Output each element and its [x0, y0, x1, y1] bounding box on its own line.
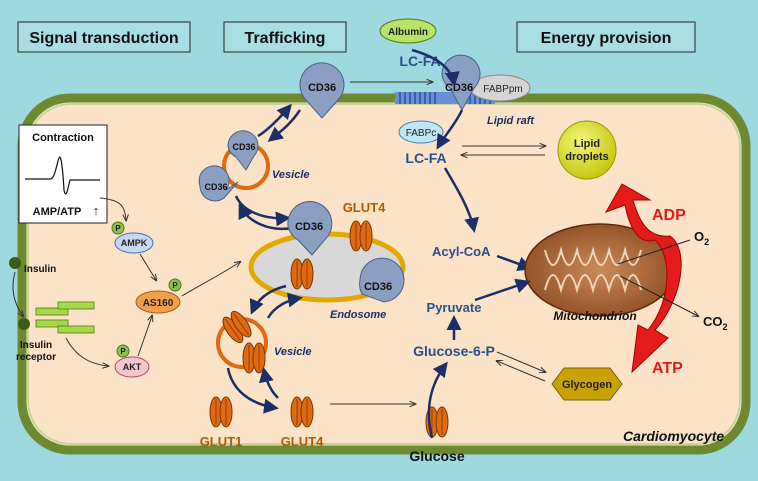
- arrow-glycogen-to-g6p: [497, 361, 546, 382]
- fabpc: [398, 120, 444, 144]
- arrow-contraction-to-ampk: [99, 197, 126, 220]
- arrow-insulin-binding: [12, 271, 23, 316]
- insulin-bound: [18, 318, 30, 330]
- arrow-membrane-to-vesicle: [259, 367, 279, 399]
- arrow-vesicle-to-cd36: [257, 103, 292, 138]
- amp-atp-label: AMP/ATP: [33, 206, 82, 218]
- cardiomyocyte-label: Cardiomyocyte: [623, 428, 724, 444]
- endosome-label: Endosome: [330, 309, 386, 321]
- glut4-endosome-label: GLUT4: [343, 200, 386, 215]
- akt-phospho: [116, 344, 130, 358]
- lipid-raft-label: Lipid raft: [487, 115, 535, 127]
- ampk-phospho: [111, 221, 125, 235]
- header-trafficking: Trafficking: [223, 21, 347, 53]
- glucose-label: Glucose: [409, 448, 464, 464]
- arrow-as160-to-glut4: [181, 262, 240, 297]
- ampk-phospho-label: P: [115, 224, 121, 233]
- glut1-label: GLUT1: [200, 434, 243, 449]
- header-energy-provision: Energy provision: [516, 21, 696, 53]
- insulin-label: Insulin: [24, 264, 56, 275]
- arrow-pyruvate-to-mito: [474, 278, 531, 302]
- pyruvate-label: Pyruvate: [427, 300, 482, 315]
- up-arrow-icon: ↑: [93, 203, 100, 218]
- cd36-top-label: CD36: [308, 82, 336, 94]
- arrow-vesicle-to-membrane: [226, 367, 279, 414]
- cd36-vesicle-top-2: CD36: [198, 165, 239, 202]
- glycogen-label: Glycogen: [562, 379, 612, 391]
- header-energy-label: Energy provision: [541, 30, 672, 47]
- insulin-receptor: [35, 301, 95, 334]
- acylcoa-label: Acyl-CoA: [432, 244, 491, 259]
- arrow-glucose-to-g6p: [427, 361, 448, 439]
- svg-text:CD36: CD36: [364, 281, 392, 293]
- arrow-akt-to-as160: [137, 316, 152, 357]
- fabppm-label: FABPpm: [483, 84, 522, 95]
- vesicle-bottom-label: Vesicle: [274, 346, 312, 358]
- co2-label: CO2: [703, 314, 728, 332]
- svg-text:CD36: CD36: [204, 182, 227, 192]
- arrow-vesicle-to-endosome: [234, 195, 291, 227]
- cd36-membrane-label: CD36: [445, 82, 473, 94]
- arrow-receptor-to-akt: [65, 337, 108, 366]
- arrow-lcfa-entry: [411, 48, 460, 87]
- lipid-droplets-label-2: droplets: [565, 151, 608, 163]
- o2-line: [617, 239, 691, 265]
- arrow-cd36-to-vesicle: [267, 109, 302, 142]
- co2-line: [619, 275, 698, 316]
- as160-phospho-label: P: [172, 281, 178, 290]
- cell-membrane-inner: [27, 103, 741, 445]
- albumin-label: Albumin: [388, 27, 428, 38]
- lipid-droplets: [557, 120, 617, 180]
- cd36-top: CD36: [299, 62, 345, 119]
- arrow-g6p-to-glycogen: [496, 351, 545, 372]
- header-signal-label: Signal transduction: [29, 30, 178, 47]
- ampk-label: AMPK: [121, 238, 148, 248]
- lcfa-top-label: LC-FA: [399, 53, 440, 69]
- lcfa-mid-label: LC-FA: [405, 150, 446, 166]
- akt-phospho-label: P: [120, 347, 126, 356]
- ampk: [114, 232, 154, 254]
- mitochondrion-label: Mitochondrion: [553, 309, 636, 323]
- vesicle-top-label: Vesicle: [272, 169, 310, 181]
- cd36-endosome-1: CD36: [287, 201, 333, 256]
- o2-label: O2: [694, 229, 709, 247]
- akt: [114, 356, 150, 378]
- adp-atp-arrow: [604, 183, 682, 374]
- as160: [135, 290, 181, 314]
- cd36-endosome-2: CD36: [359, 257, 405, 303]
- arrow-lcfa-to-acylcoa: [443, 167, 479, 233]
- arrow-ampk-to-as160: [139, 253, 156, 280]
- as160-phospho: [168, 278, 182, 292]
- header-signal-transduction: Signal transduction: [17, 21, 191, 53]
- glut4-membrane-label: GLUT4: [281, 434, 324, 449]
- arrow-vesicle-bottom-to-endosome: [266, 292, 303, 319]
- akt-label: AKT: [123, 362, 142, 372]
- svg-text:CD36: CD36: [232, 142, 255, 152]
- lipid-droplets-label-1: Lipid: [574, 138, 600, 150]
- adp-label: ADP: [652, 207, 686, 224]
- header-trafficking-label: Trafficking: [245, 30, 326, 47]
- contraction-label: Contraction: [32, 132, 94, 144]
- albumin: [379, 18, 437, 44]
- contraction-box: Contraction AMP/ATP ↑: [18, 124, 108, 224]
- as160-label: AS160: [143, 298, 174, 309]
- arrow-endosome-to-vesicle: [238, 203, 293, 231]
- insulin-receptor-label-2: receptor: [16, 352, 56, 363]
- atp-label: ATP: [652, 360, 683, 377]
- svg-text:CD36: CD36: [295, 221, 323, 233]
- arrow-membrane-to-lcfa: [436, 109, 464, 150]
- cd36-vesicle-top-1: CD36: [227, 130, 259, 171]
- fabpc-label: FABPc: [406, 128, 437, 139]
- glycogen: [551, 367, 623, 401]
- insulin-receptor-label-1: Insulin: [20, 340, 52, 351]
- arrow-endosome-to-vesicle-bottom: [249, 284, 287, 315]
- glucose6p-label: Glucose-6-P: [413, 343, 495, 359]
- insulin-molecule: [9, 257, 21, 269]
- contraction-wave: [25, 156, 100, 195]
